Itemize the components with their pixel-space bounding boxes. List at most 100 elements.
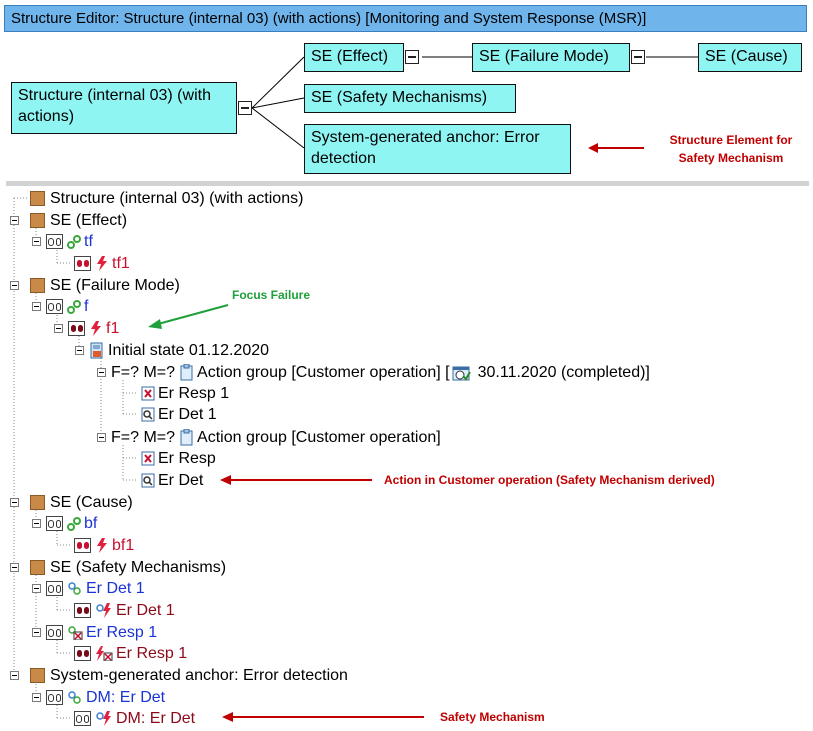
tree-item-fn-dm[interactable]: DM: Er Det	[32, 687, 165, 708]
expander-minus-icon[interactable]	[10, 498, 19, 507]
tree-item-label: bf1	[112, 536, 135, 554]
tree-item-fn-f[interactable]: f	[32, 296, 88, 317]
tree-item-action-group-2[interactable]: F=? M=? Action group [Customer operation…	[97, 427, 441, 448]
expander-minus-icon[interactable]	[32, 584, 41, 593]
expander-minus-icon[interactable]	[10, 671, 19, 680]
tree-item-fn-erresp1[interactable]: Er Resp 1	[32, 622, 157, 643]
diagram-node-safety-mechanisms-label: SE (Safety Mechanisms)	[311, 89, 488, 106]
tree-item-fn-bf[interactable]: bf	[32, 513, 97, 534]
tree-item-ag1-resp[interactable]: Er Resp 1	[141, 383, 229, 404]
tree-item-label: f	[84, 297, 89, 315]
collapse-toggle-effect[interactable]	[405, 50, 419, 64]
tree-item-se-safety[interactable]: SE (Safety Mechanisms)	[10, 557, 226, 578]
tree-item-fn-erdet1[interactable]: Er Det 1	[32, 578, 145, 599]
tree-item-label: Er Det	[158, 471, 204, 489]
function-link-icon	[67, 299, 81, 314]
collapse-toggle-root[interactable]	[238, 101, 252, 115]
structure-icon	[30, 191, 45, 206]
tree-item-label: SE (Effect)	[50, 211, 128, 229]
tree-item-label: Initial state 01.12.2020	[108, 341, 270, 359]
tree-item-label: SE (Safety Mechanisms)	[50, 558, 227, 576]
revision-state-icon	[90, 342, 103, 359]
diagram-node-root[interactable]: Structure (internal 03) (with actions)	[11, 82, 237, 134]
tree-item-label: Er Resp 1	[116, 644, 188, 662]
tree-item-label: System-generated anchor: Error detection	[50, 666, 348, 684]
failure-bolt-icon	[97, 256, 107, 271]
collapse-toggle-failure-mode[interactable]	[631, 50, 645, 64]
tree-item-se-effect[interactable]: SE (Effect)	[10, 210, 127, 231]
tree-item-label: Er Resp	[158, 449, 216, 467]
expander-minus-icon[interactable]	[97, 368, 106, 377]
structure-element-icon	[30, 668, 45, 683]
tree-item-ag1-det[interactable]: Er Det 1	[141, 404, 217, 425]
tree-item-initial-state[interactable]: Initial state 01.12.2020	[75, 340, 269, 361]
structure-element-icon	[30, 213, 45, 228]
expander-minus-icon[interactable]	[10, 216, 19, 225]
structure-element-icon	[30, 278, 45, 293]
function-net-icon	[46, 516, 63, 531]
annotation-safety-mechanism: Safety Mechanism	[440, 710, 545, 724]
expander-minus-icon[interactable]	[32, 628, 41, 637]
expander-minus-icon[interactable]	[54, 324, 63, 333]
failure-bolt-icon	[91, 321, 101, 336]
tree-item-label: SE (Cause)	[50, 493, 133, 511]
tree-item-action-group-1[interactable]: F=? M=? Action group [Customer operation…	[97, 362, 650, 383]
failure-net-icon	[74, 711, 91, 726]
tree-item-fl-erdet1[interactable]: Er Det 1	[74, 600, 175, 621]
diagram-node-anchor[interactable]: System-generated anchor: Error detection	[304, 124, 571, 174]
diagram-node-cause[interactable]: SE (Cause)	[698, 43, 802, 72]
tree-item-fl-dm[interactable]: DM: Er Det	[74, 708, 195, 729]
failure-net-icon	[74, 538, 91, 553]
tree-item-label: Er Det 1	[116, 601, 175, 619]
tree-item-label: DM: Er Det	[116, 709, 196, 727]
tree-item-se-cause[interactable]: SE (Cause)	[10, 492, 133, 513]
tree-item-anchor[interactable]: System-generated anchor: Error detection	[10, 665, 348, 686]
tree-item-ag2-resp[interactable]: Er Resp	[141, 448, 216, 469]
diagram-node-anchor-label: System-generated anchor: Error detection	[311, 129, 540, 167]
diagram-node-failure-mode[interactable]: SE (Failure Mode)	[472, 43, 630, 72]
annotation-focus-failure: Focus Failure	[232, 288, 311, 302]
tree-item-label: Structure (internal 03) (with actions)	[50, 189, 304, 207]
tree-item-label: Er Det 1	[158, 405, 217, 423]
detection-function-icon	[68, 582, 81, 595]
tree-item-fl-tf1[interactable]: tf1	[74, 253, 130, 274]
diagram-node-cause-label: SE (Cause)	[705, 48, 788, 65]
tree-item-se-failure-mode[interactable]: SE (Failure Mode)	[10, 275, 180, 296]
tree-item-label: DM: Er Det	[86, 688, 166, 706]
response-function-icon	[68, 626, 83, 640]
expander-minus-icon[interactable]	[32, 237, 41, 246]
expander-minus-icon[interactable]	[32, 693, 41, 702]
tree-item-root[interactable]: Structure (internal 03) (with actions)	[30, 188, 303, 209]
response-action-icon	[141, 451, 155, 466]
tree-item-fl-erresp1[interactable]: Er Resp 1	[74, 643, 187, 664]
tree-item-fl-f1[interactable]: f1	[54, 318, 119, 339]
expander-minus-icon[interactable]	[75, 346, 84, 355]
tree-item-label: Er Resp 1	[158, 384, 230, 402]
expander-minus-icon[interactable]	[10, 281, 19, 290]
function-link-icon	[67, 234, 81, 249]
tree-item-label: f1	[106, 319, 120, 337]
tree-item-fl-bf1[interactable]: bf1	[74, 535, 134, 556]
response-failure-icon	[96, 646, 113, 661]
expander-minus-icon[interactable]	[32, 302, 41, 311]
tree-item-ag2-det[interactable]: Er Det	[141, 470, 203, 491]
tree-item-label: Action group [Customer operation] [	[197, 363, 450, 381]
splitter[interactable]	[6, 181, 809, 186]
detection-action-icon	[141, 407, 155, 422]
failure-net-icon	[74, 603, 91, 618]
expander-minus-icon[interactable]	[10, 563, 19, 572]
diagram-node-root-label: Structure (internal 03) (with actions)	[18, 87, 211, 125]
diagram-node-effect[interactable]: SE (Effect)	[304, 43, 404, 72]
expander-minus-icon[interactable]	[97, 433, 106, 442]
annotation-action-customer: Action in Customer operation (Safety Mec…	[384, 473, 715, 487]
tree-item-label: bf	[84, 514, 98, 532]
tree-item-label: tf1	[112, 254, 130, 272]
annotation-structure-element: Structure Element for Safety Mechanism	[669, 133, 793, 165]
tree-item-fn-tf[interactable]: tf	[32, 231, 93, 252]
diagram-node-safety-mechanisms[interactable]: SE (Safety Mechanisms)	[304, 84, 516, 113]
detection-action-icon	[141, 473, 155, 488]
tree-item-label: Er Resp 1	[86, 623, 158, 641]
expander-minus-icon[interactable]	[32, 519, 41, 528]
window-title: Structure Editor: Structure (internal 03…	[11, 10, 647, 27]
function-net-icon	[46, 299, 63, 314]
